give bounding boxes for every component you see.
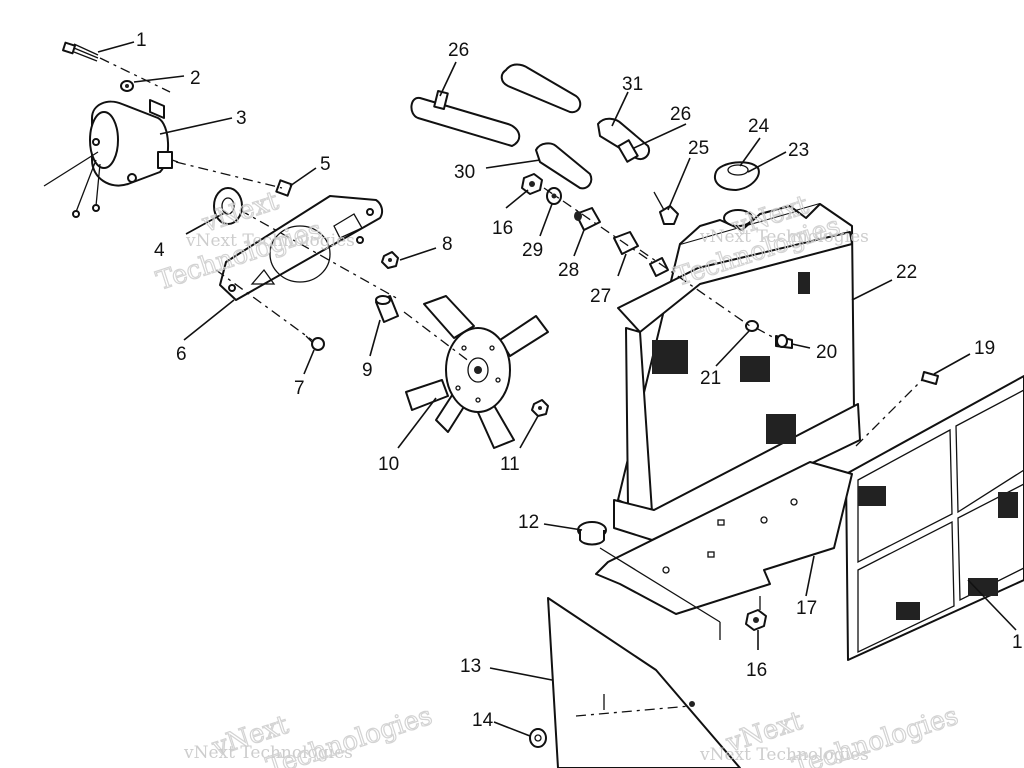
callout-12: 12 bbox=[518, 512, 539, 533]
part-screw-19 bbox=[921, 371, 939, 385]
callout-23: 23 bbox=[788, 140, 809, 161]
part-hose-with-clamp bbox=[597, 117, 650, 163]
callout-24: 24 bbox=[748, 116, 770, 137]
callout-17: 17 bbox=[796, 598, 817, 619]
part-nut-16-top bbox=[521, 173, 543, 195]
callout-25: 25 bbox=[688, 138, 709, 159]
callout-14: 14 bbox=[472, 710, 494, 731]
part-nut-small bbox=[275, 179, 293, 197]
callout-16-top: 16 bbox=[492, 218, 513, 239]
callout-11: 11 bbox=[500, 454, 520, 475]
callout-8: 8 bbox=[442, 234, 453, 255]
part-fan-blade bbox=[405, 295, 549, 449]
watermark-word: Technologies bbox=[789, 701, 962, 768]
callout-13: 13 bbox=[460, 656, 481, 677]
part-side-panel bbox=[547, 597, 741, 768]
part-screw bbox=[305, 335, 325, 351]
callout-28: 28 bbox=[558, 260, 579, 281]
callout-labels: 1 2 3 4 5 6 7 8 9 10 11 12 13 14 16 16 1… bbox=[136, 30, 1023, 731]
part-bolt bbox=[62, 41, 99, 62]
callout-20: 20 bbox=[816, 342, 837, 363]
part-nut-fan bbox=[531, 399, 549, 417]
part-nut-16-lower bbox=[745, 609, 767, 631]
part-upper-hose bbox=[410, 90, 521, 147]
part-grommet-28 bbox=[574, 207, 601, 231]
part-lower-shroud bbox=[595, 461, 853, 615]
watermark-full: vNext Technologies bbox=[185, 231, 355, 251]
part-fan-motor bbox=[43, 99, 179, 218]
callout-30: 30 bbox=[454, 162, 475, 183]
leader-lines bbox=[97, 41, 1017, 737]
callout-6: 6 bbox=[176, 344, 187, 365]
watermark-full: vNext Technologies bbox=[699, 227, 869, 247]
callout-29: 29 bbox=[522, 240, 543, 261]
callout-26-right: 26 bbox=[670, 104, 691, 125]
watermark-full: vNext Technologies bbox=[183, 743, 353, 763]
callout-22: 22 bbox=[896, 262, 917, 283]
callout-26-top: 26 bbox=[448, 40, 469, 61]
callout-19: 19 bbox=[974, 338, 995, 359]
part-radiator bbox=[613, 203, 861, 541]
part-nut-plate bbox=[381, 251, 399, 269]
callout-2: 2 bbox=[190, 68, 201, 89]
part-washer-21 bbox=[745, 320, 759, 332]
callout-18: 1 bbox=[1012, 632, 1023, 653]
callout-10: 10 bbox=[378, 454, 399, 475]
watermark-full: vNext Technologies bbox=[699, 745, 869, 765]
callout-5: 5 bbox=[320, 154, 331, 175]
part-washer-top bbox=[120, 80, 134, 92]
callout-4: 4 bbox=[154, 240, 165, 261]
part-hose-31 bbox=[500, 63, 582, 114]
part-bolt-20 bbox=[775, 334, 793, 349]
part-mounting-plate bbox=[219, 195, 384, 301]
callout-3: 3 bbox=[236, 108, 247, 129]
assembly-centerlines bbox=[99, 57, 923, 717]
callout-16-lower: 16 bbox=[746, 660, 767, 681]
part-grille-panel bbox=[845, 375, 1024, 661]
part-fitting-25 bbox=[653, 191, 679, 225]
part-hose-30 bbox=[535, 142, 593, 190]
callout-31: 31 bbox=[622, 74, 643, 95]
part-washer-14 bbox=[529, 728, 547, 748]
part-rubber-mount bbox=[577, 521, 607, 546]
part-spacer-27 bbox=[613, 231, 639, 255]
callout-7: 7 bbox=[294, 378, 305, 399]
part-spacer bbox=[375, 295, 399, 323]
callout-1: 1 bbox=[136, 30, 147, 51]
part-radiator-cap bbox=[714, 161, 760, 191]
callout-27: 27 bbox=[590, 286, 611, 307]
callout-21: 21 bbox=[700, 368, 721, 389]
part-washer-29 bbox=[546, 187, 562, 205]
callout-9: 9 bbox=[362, 360, 373, 381]
